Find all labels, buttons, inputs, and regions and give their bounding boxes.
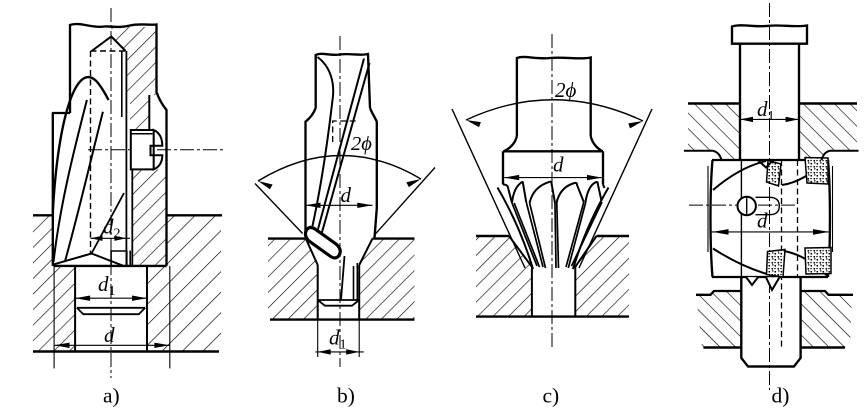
svg-text:a): a)	[103, 384, 120, 408]
svg-text:b): b)	[337, 384, 355, 408]
svg-text:2ϕ: 2ϕ	[351, 133, 372, 155]
svg-text:d: d	[104, 323, 115, 347]
svg-text:c): c)	[543, 384, 560, 408]
svg-text:d): d)	[772, 384, 790, 408]
svg-text:d: d	[341, 183, 352, 207]
svg-text:d: d	[757, 209, 768, 233]
svg-text:d: d	[553, 153, 564, 177]
svg-text:2ϕ: 2ϕ	[555, 78, 577, 102]
